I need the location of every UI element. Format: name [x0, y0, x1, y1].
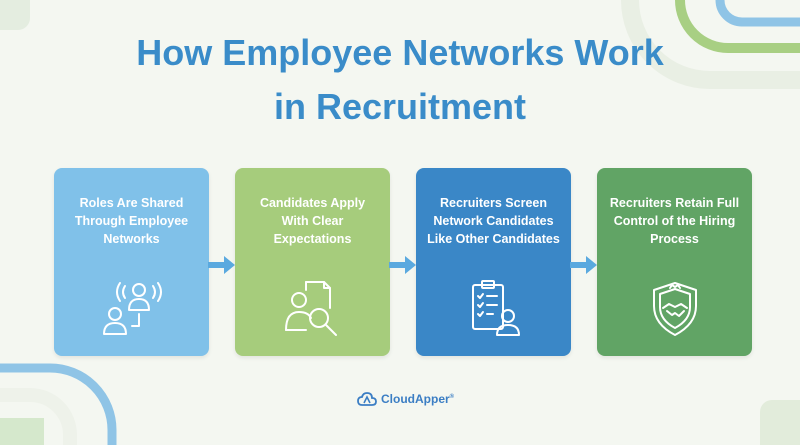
page-title: How Employee Networks Work in Recruitmen… [0, 26, 800, 134]
arrow-right-icon [389, 256, 416, 274]
step-card-label: Roles Are Shared Through Employee Networ… [74, 196, 189, 246]
page-title-line-2: in Recruitment [273, 86, 527, 127]
step-card-label: Recruiters Retain Full Control of the Hi… [609, 196, 740, 246]
cloudapper-logo-icon [357, 392, 377, 406]
corner-decoration-bottom-right [760, 400, 800, 445]
step-card-roles-shared: Roles Are Shared Through Employee Networ… [54, 168, 209, 356]
brand-logo: CloudApper® [357, 391, 454, 407]
arrow-right-icon [570, 256, 597, 274]
step-card-label: Candidates Apply With Clear Expectations [259, 196, 366, 246]
clipboard-checklist-icon [472, 280, 520, 336]
step-card-candidates-apply: Candidates Apply With Clear Expectations [235, 168, 390, 356]
candidate-search-icon [285, 281, 337, 336]
step-card-label: Recruiters Screen Network Candidates Lik… [427, 196, 560, 246]
step-card-recruiters-screen: Recruiters Screen Network Candidates Lik… [416, 168, 571, 356]
brand-name: CloudApper® [381, 392, 455, 406]
arrow-right-icon [208, 256, 235, 274]
page-title-line-1: How Employee Networks Work [136, 32, 664, 73]
handshake-shield-icon [653, 282, 697, 336]
step-card-recruiters-retain-control: Recruiters Retain Full Control of the Hi… [597, 168, 752, 356]
employee-network-icon [103, 282, 162, 335]
